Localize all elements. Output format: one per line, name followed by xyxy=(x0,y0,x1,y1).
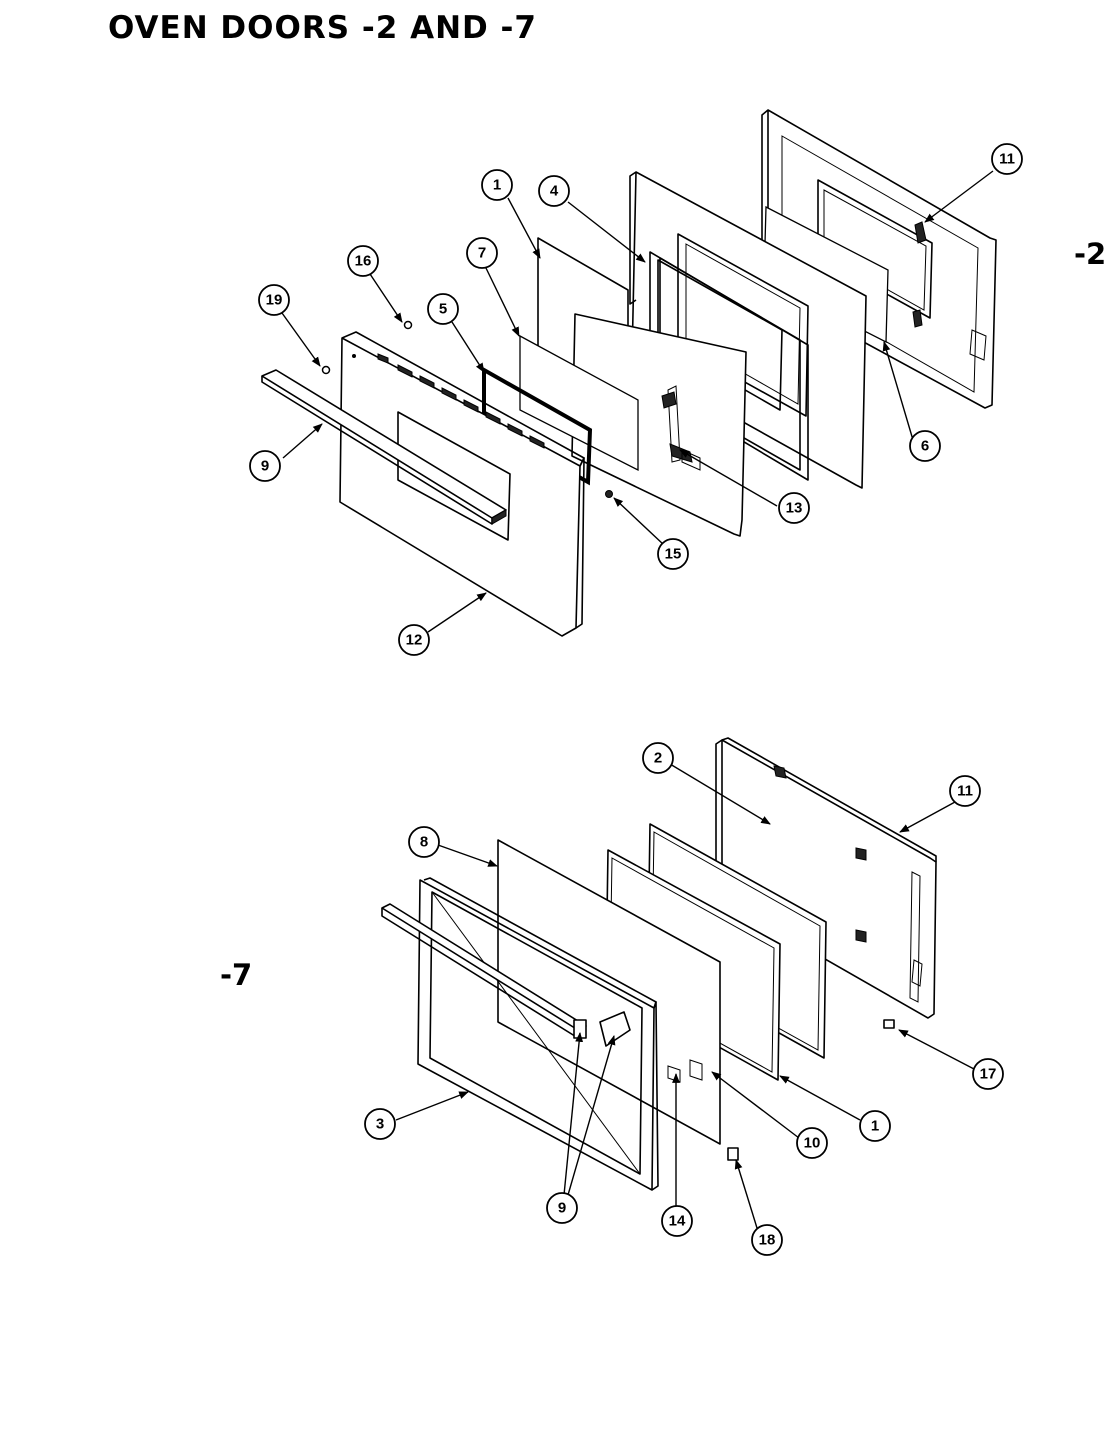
svg-text:12: 12 xyxy=(406,632,423,649)
svg-text:19: 19 xyxy=(266,292,283,309)
upper-leaders xyxy=(281,170,994,633)
callout-16-upper: 16 xyxy=(347,245,379,277)
svg-text:13: 13 xyxy=(786,500,803,517)
svg-text:1: 1 xyxy=(871,1118,879,1135)
callout-9-lower: 9 xyxy=(546,1192,578,1224)
callout-2-lower: 2 xyxy=(642,742,674,774)
svg-text:9: 9 xyxy=(261,458,269,475)
callout-1-lower: 1 xyxy=(859,1110,891,1142)
part-7-glass xyxy=(519,334,639,472)
section-label-lower: -7 xyxy=(220,958,253,992)
part-14-bracket xyxy=(667,1065,681,1083)
part-17-pin xyxy=(883,1019,895,1029)
svg-text:4: 4 xyxy=(550,183,559,200)
svg-text:5: 5 xyxy=(439,301,447,318)
svg-text:17: 17 xyxy=(980,1066,997,1083)
part-9-handle-lower xyxy=(381,903,631,1047)
part-18-clip xyxy=(727,1147,739,1161)
svg-text:15: 15 xyxy=(665,546,682,563)
part-3-outer-frame xyxy=(417,877,659,1191)
part-9-handle xyxy=(261,369,507,525)
part-13-inner-panel xyxy=(571,313,747,537)
callout-17-lower: 17 xyxy=(972,1058,1004,1090)
lower-door-assembly xyxy=(381,737,937,1191)
svg-text:14: 14 xyxy=(669,1213,686,1230)
callout-11-upper: 11 xyxy=(991,143,1023,175)
callout-7-upper: 7 xyxy=(466,237,498,269)
svg-text:6: 6 xyxy=(921,438,929,455)
upper-door-assembly xyxy=(261,109,997,637)
svg-text:7: 7 xyxy=(478,245,486,262)
callout-6-upper: 6 xyxy=(909,430,941,462)
svg-text:3: 3 xyxy=(376,1116,384,1133)
callout-18-lower: 18 xyxy=(751,1224,783,1256)
part-10-bracket xyxy=(689,1059,703,1081)
part-16-screw xyxy=(403,320,413,330)
callout-11-lower: 11 xyxy=(949,775,981,807)
part-19-screw xyxy=(321,365,331,375)
part-5-gasket xyxy=(482,366,593,486)
callout-15-upper: 15 xyxy=(657,538,689,570)
svg-text:11: 11 xyxy=(999,151,1015,168)
svg-text:9: 9 xyxy=(558,1200,566,1217)
page-title: OVEN DOORS -2 AND -7 xyxy=(108,10,537,46)
svg-text:1: 1 xyxy=(493,177,501,194)
section-label-upper: -2 xyxy=(1074,237,1106,271)
svg-text:2: 2 xyxy=(654,750,662,767)
callout-5-upper: 5 xyxy=(427,293,459,325)
svg-text:10: 10 xyxy=(804,1135,821,1152)
part-15-clip xyxy=(605,490,613,498)
callout-19-upper: 19 xyxy=(258,284,290,316)
callout-1-upper: 1 xyxy=(481,169,513,201)
svg-text:8: 8 xyxy=(420,834,428,851)
svg-text:16: 16 xyxy=(355,253,372,270)
callout-12-upper: 12 xyxy=(398,624,430,656)
callout-8-lower: 8 xyxy=(408,826,440,858)
callout-14-lower: 14 xyxy=(661,1205,693,1237)
callout-9-upper: 9 xyxy=(249,450,281,482)
callout-13-upper: 13 xyxy=(778,492,810,524)
svg-text:11: 11 xyxy=(957,783,973,800)
svg-text:18: 18 xyxy=(759,1232,776,1249)
callout-10-lower: 10 xyxy=(796,1127,828,1159)
callout-4-upper: 4 xyxy=(538,175,570,207)
part-11-rear-liner-lower xyxy=(715,737,937,1019)
lower-leaders xyxy=(395,763,975,1229)
callout-3-lower: 3 xyxy=(364,1108,396,1140)
part-8-panel xyxy=(497,839,721,1145)
